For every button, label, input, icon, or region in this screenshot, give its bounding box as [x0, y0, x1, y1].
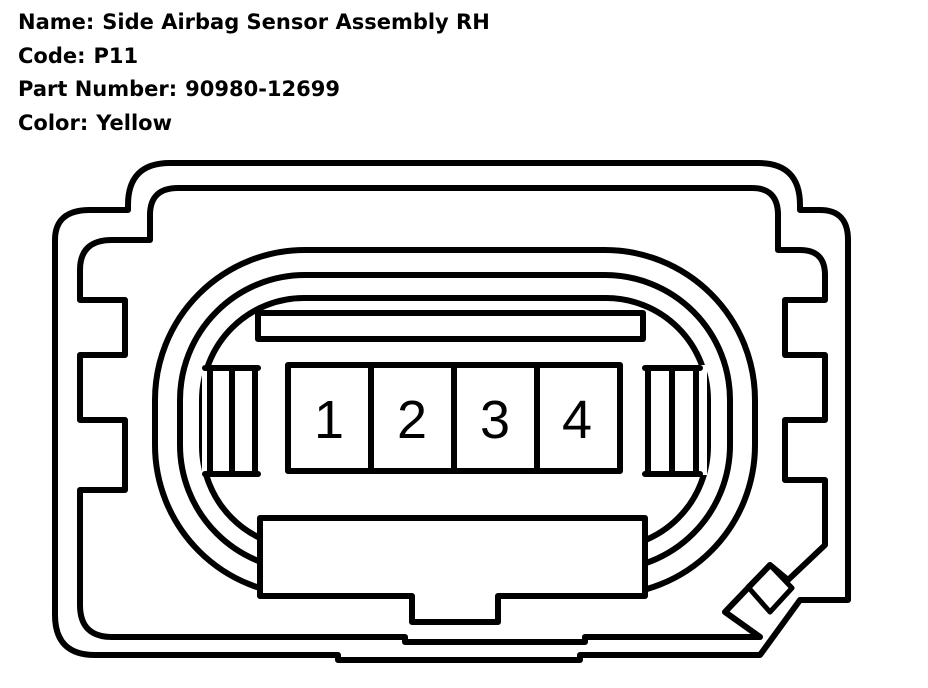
pin-label-4: 4 — [562, 390, 592, 450]
info-part-number: Part Number: 90980-12699 — [18, 73, 490, 107]
connector-info: Name: Side Airbag Sensor Assembly RH Code… — [18, 6, 490, 140]
name-value: Side Airbag Sensor Assembly RH — [102, 10, 490, 34]
pin-cavities: 1 2 3 4 — [285, 362, 623, 474]
info-name: Name: Side Airbag Sensor Assembly RH — [18, 6, 490, 40]
color-key: Color: — [18, 110, 89, 135]
code-key: Code: — [18, 43, 86, 68]
latch-hook — [745, 562, 795, 615]
code-value: P11 — [93, 43, 139, 68]
pin-label-1: 1 — [314, 390, 344, 450]
pin-label-2: 2 — [397, 390, 427, 450]
pin-label-3: 3 — [480, 390, 510, 450]
top-key-bar — [255, 310, 646, 342]
housing-outer — [52, 160, 851, 663]
bottom-key-block — [257, 515, 648, 625]
info-color: Color: Yellow — [18, 107, 490, 141]
name-key: Name: — [18, 10, 95, 34]
housing-inner — [77, 185, 828, 645]
color-value: Yellow — [96, 110, 172, 135]
part-number-value: 90980-12699 — [185, 77, 340, 101]
info-code: Code: P11 — [18, 40, 490, 74]
part-number-key: Part Number: — [18, 77, 178, 101]
